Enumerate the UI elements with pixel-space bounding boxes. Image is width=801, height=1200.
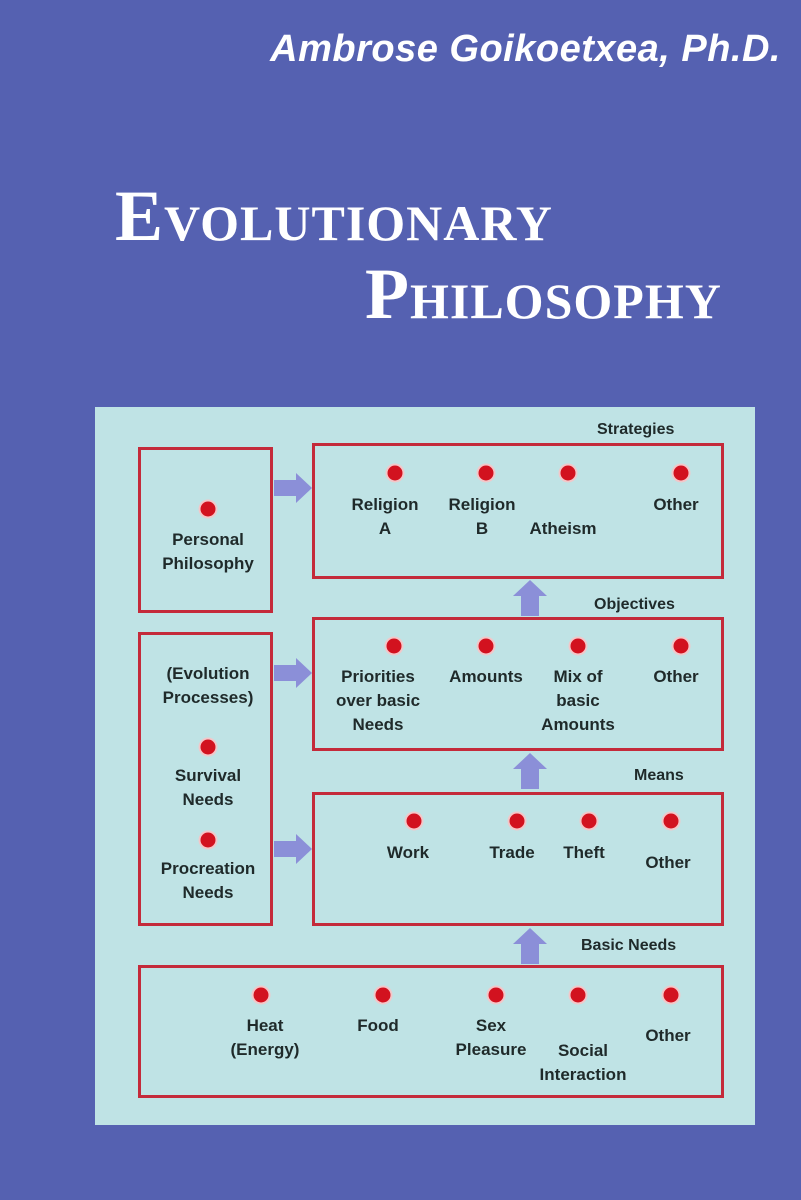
node-dot: [375, 987, 391, 1003]
node-dot: [200, 501, 216, 517]
node-dot: [560, 465, 576, 481]
personal-philosophy-box: [138, 447, 273, 613]
basic-need-item: Other: [645, 1026, 691, 1045]
section-label-strategies: Strategies: [597, 421, 675, 438]
strategy-item: Religion B: [448, 495, 516, 538]
objective-item: Amounts: [449, 667, 523, 686]
node-dot: [509, 813, 525, 829]
basic-need-item: Social Interaction: [539, 1041, 627, 1084]
node-dot: [253, 987, 269, 1003]
personal-philosophy-label: Personal Philosophy: [162, 530, 254, 573]
node-dot: [570, 987, 586, 1003]
node-dot: [387, 465, 403, 481]
strategy-item: Other: [653, 495, 699, 514]
diagram-panel: [95, 407, 755, 1125]
node-dot: [581, 813, 597, 829]
node-dot: [478, 638, 494, 654]
node-dot: [673, 638, 689, 654]
node-dot: [386, 638, 402, 654]
basic-needs-box: [138, 965, 724, 1098]
author-name: Ambrose Goikoetxea, Ph.D.: [270, 28, 781, 70]
means-item: Trade: [489, 843, 535, 862]
basic-need-item: Food: [357, 1016, 399, 1035]
node-dot: [200, 739, 216, 755]
strategies-box: [312, 443, 724, 579]
means-item: Work: [386, 843, 430, 862]
node-dot: [478, 465, 494, 481]
evolution-processes-box: [138, 632, 273, 926]
means-box: [312, 792, 724, 926]
basic-need-item: Heat (Energy): [230, 1016, 300, 1059]
section-label-basic-needs: Basic Needs: [581, 937, 677, 954]
node-dot: [488, 987, 504, 1003]
node-dot: [673, 465, 689, 481]
strategy-item: Atheism: [529, 519, 597, 538]
title-line-2: Philosophy: [365, 254, 722, 334]
objective-item: Priorities over basic Needs: [335, 667, 421, 734]
means-item: Other: [645, 853, 691, 872]
means-item: Theft: [563, 843, 605, 862]
node-dot: [663, 813, 679, 829]
strategy-item: Religion A: [351, 495, 419, 538]
procreation-needs-label: Procreation Needs: [160, 859, 256, 902]
node-dot: [570, 638, 586, 654]
section-label-objectives: Objectives: [594, 596, 675, 613]
node-dot: [200, 832, 216, 848]
section-label-means: Means: [634, 767, 684, 784]
node-dot: [406, 813, 422, 829]
basic-need-item: Sex Pleasure: [455, 1016, 527, 1059]
node-dot: [663, 987, 679, 1003]
objectives-box: [312, 617, 724, 751]
objective-item: Other: [653, 667, 699, 686]
survival-needs-label: Survival Needs: [174, 766, 242, 809]
evolution-processes-label: (Evolution Processes): [162, 664, 254, 707]
title-line-1: Evolutionary: [115, 176, 553, 256]
objective-item: Mix of basic Amounts: [541, 667, 615, 734]
